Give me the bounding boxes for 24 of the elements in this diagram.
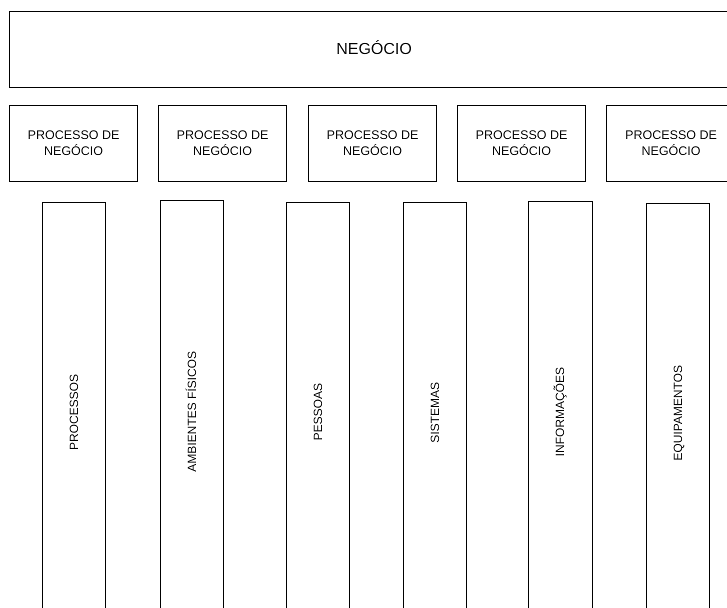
process-label: PROCESSO DE NEGÓCIO	[624, 128, 718, 160]
process-box	[158, 105, 287, 182]
category-column	[160, 200, 224, 608]
column-label: PESSOAS	[310, 383, 326, 441]
category-column	[286, 202, 350, 608]
column-label: PROCESSOS	[66, 374, 82, 450]
process-label: PROCESSO DE NEGÓCIO	[326, 128, 420, 160]
process-label: PROCESSO DE NEGÓCIO	[26, 128, 120, 160]
business-label: NEGÓCIO	[336, 40, 412, 60]
business-box	[9, 11, 727, 88]
column-label: SISTEMAS	[428, 382, 442, 442]
process-box	[606, 105, 727, 182]
process-label: PROCESSO DE NEGÓCIO	[176, 128, 270, 160]
process-box	[9, 105, 138, 182]
category-column	[528, 201, 593, 608]
column-label: INFORMAÇÕES	[553, 366, 568, 456]
process-box	[457, 105, 586, 182]
column-label: AMBIENTES FÍSICOS	[184, 350, 200, 472]
category-column	[403, 202, 467, 608]
column-label: EQUIPAMENTOS	[670, 364, 686, 460]
category-column	[42, 202, 106, 608]
category-column	[646, 203, 710, 608]
process-box	[308, 105, 437, 182]
process-label: PROCESSO DE NEGÓCIO	[474, 128, 568, 160]
